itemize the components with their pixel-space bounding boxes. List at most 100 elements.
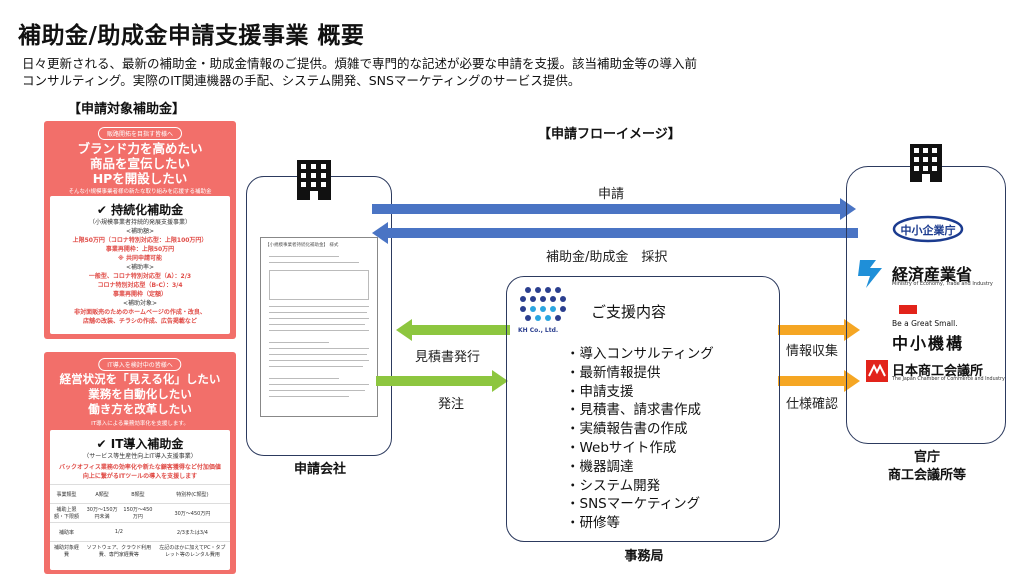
flyer1-line: <補助対象> (122, 300, 158, 307)
target-subsidy-label: 【申請対象補助金】 (68, 102, 186, 117)
description: 日々更新される、最新の補助金・助成金情報のご提供。煩雑で専門的な記述が必要な申請… (22, 55, 782, 89)
smrj-text: 中小機構 (892, 334, 965, 353)
smrj-mark (899, 305, 917, 314)
flyer1-line: <補助率> (125, 264, 155, 271)
subsidy-label: 補助金/助成金 採択 (546, 250, 668, 265)
flyer1-line: 事業再開枠：上限50万円 (105, 246, 175, 253)
description-line-2: コンサルティング。実際のIT関連機器の手配、システム開発、SNSマーケティングの… (22, 73, 581, 88)
list-item: ・研修等 (566, 515, 620, 532)
apply-arrow (372, 198, 856, 220)
page-title: 補助金/助成金申請支援事業 概要 (18, 23, 365, 49)
flyer1-line: コロナ特別対応型（B-C）：3/4 (97, 282, 183, 289)
meti-text: 経済産業省 (892, 265, 973, 284)
flyer1-line: ※ 共同申請可能 (118, 255, 162, 262)
info-arrow (778, 319, 860, 341)
flyer2-name: ✔ IT導入補助金 (96, 437, 184, 451)
table-cell: 150万〜450万円 (121, 503, 155, 523)
table-row: 補助上限額・下限額 30万〜150万円未満 150万〜450万円 30万〜450… (50, 503, 230, 523)
spec-arrow (778, 370, 860, 392)
table-row: 事業類型 A類型 B類型 特別枠(C類型) (50, 484, 230, 504)
government-building-icon (905, 142, 947, 186)
company-logo-text: KH Co., Ltd. (518, 327, 559, 334)
applicant-building-icon (291, 158, 337, 204)
jcci-text: 日本商工会議所 (892, 364, 984, 379)
jcci-en-text: The Japan Chamber of Commerce and Indust… (892, 377, 1005, 382)
service-list: ・導入コンサルティング ・最新情報提供 ・申請支援 ・見積書、請求書作成 ・実績… (566, 345, 714, 533)
list-item: ・実績報告書の作成 (566, 421, 688, 438)
table-cell: 事業類型 (50, 484, 84, 504)
table-row: 補助率 1/2 2/3または3/4 (50, 522, 230, 542)
document-title: 【小規模事業者持続化補助金】 様式 (265, 243, 339, 248)
table-cell: 1/2 (83, 522, 155, 542)
list-item: ・SNSマーケティング (566, 496, 701, 513)
service-title: ご支援内容 (591, 303, 667, 321)
description-line-1: 日々更新される、最新の補助金・助成金情報のご提供。煩雑で専門的な記述が必要な申請… (22, 56, 698, 71)
government-box (846, 166, 1006, 444)
flyer2-subline: IT導入による業務効率化を支援します。 (91, 421, 189, 427)
smrj-tagline: Be a Great Small. (892, 319, 958, 328)
table-cell: 左記のほかに加えてPC・タブレット等のレンタル費用 (154, 541, 230, 560)
flyer2-pill: IT導入を検討中の皆様へ (98, 358, 182, 371)
flyer2-name-sub: （サービス等生産性向上IT導入支援事業） (83, 453, 197, 460)
list-item: ・システム開発 (566, 477, 661, 494)
estimate-label: 見積書発行 (415, 350, 481, 365)
table-cell: 30万〜150万円未満 (83, 503, 122, 523)
apply-label: 申請 (598, 187, 625, 202)
order-arrow (376, 370, 508, 392)
flyer1-pill: 販路開拓を目指す皆様へ (97, 127, 183, 140)
table-cell: 2/3または3/4 (154, 522, 230, 542)
list-item: ・見積書、請求書作成 (566, 402, 701, 419)
flyer-it-dounyu: IT導入を検討中の皆様へ 経営状況を「見える化」したい 業務を自動化したい 働き… (44, 352, 236, 574)
flyer1-line: 非対面販売のためのホームページの作成・改良、 (74, 309, 206, 316)
flyer1-subline: そんな小規模事業者様の新たな取り組みを応援する補助金 (68, 189, 212, 195)
table-row: 補助対象経費 ソフトウェア、クラウド利用費、専門家経費等 左記のほかに加えてPC… (50, 541, 230, 560)
spec-label: 仕様確認 (786, 397, 839, 412)
flyer1-name: ✔ 持続化補助金 (96, 203, 184, 217)
flyer2-table: 事業類型 A類型 B類型 特別枠(C類型) 補助上限額・下限額 30万〜150万… (50, 484, 230, 560)
flyer1-name-sub: （小規模事業者持続的発展支援事業） (88, 219, 191, 226)
flyer2-headline-2: 業務を自動化したい (88, 387, 192, 401)
list-item: ・導入コンサルティング (566, 346, 714, 362)
flyer1-headline-2: 商品を宣伝したい (89, 156, 190, 171)
flyer2-headline-3: 働き方を改革したい (88, 402, 192, 416)
table-cell: 補助率 (50, 522, 84, 542)
document-table (269, 270, 369, 300)
table-cell: 補助対象経費 (50, 541, 84, 560)
sme-agency-logo: 中小企業庁 (892, 214, 964, 244)
table-cell: B類型 (121, 484, 155, 504)
list-item: ・Webサイト作成 (566, 439, 677, 456)
meti-icon (856, 258, 886, 294)
flyer1-line: 上限50万円（コロナ特別対応型：上限100万円） (72, 237, 208, 244)
subsidy-arrow (372, 222, 858, 244)
flyer2-headline-1: 経営状況を「見える化」したい (59, 372, 221, 386)
meti-en-text: Ministry of Economy, Trade and Industry (892, 281, 993, 287)
flyer1-line: 一般型、コロナ特別対応型（A）：2/3 (88, 273, 192, 280)
list-item: ・最新情報提供 (566, 364, 661, 381)
table-cell: A類型 (83, 484, 122, 504)
table-cell: 補助上限額・下限額 (50, 503, 84, 523)
applicant-label: 申請会社 (293, 462, 346, 477)
list-item: ・機器調達 (566, 458, 634, 475)
application-document: 【小規模事業者持続化補助金】 様式 (260, 237, 378, 417)
government-label-1: 官庁 (913, 450, 940, 465)
secretariat-label: 事務局 (624, 549, 664, 564)
table-cell: 30万〜450万円 (154, 503, 230, 523)
government-label-2: 商工会議所等 (887, 468, 966, 483)
sme-agency-text: 中小企業庁 (900, 224, 956, 237)
flyer1-panel: ✔ 持続化補助金 （小規模事業者持続的発展支援事業） <補助額> 上限50万円（… (50, 196, 230, 334)
flyer1-headline-3: HPを開設したい (92, 171, 188, 186)
company-logo (514, 284, 572, 342)
flyer1-headline-1: ブランド力を高めたい (77, 141, 203, 156)
flow-label: 【申請フローイメージ】 (538, 127, 681, 142)
table-cell: ソフトウェア、クラウド利用費、専門家経費等 (83, 541, 155, 560)
table-cell: 特別枠(C類型) (154, 484, 230, 504)
flyer1-limit-label: <補助額> (125, 228, 155, 235)
order-label: 発注 (438, 397, 465, 412)
estimate-arrow (396, 319, 510, 341)
flyer1-line: 店舗の改装、チラシの作成、広告掲載など (83, 318, 197, 325)
flyer-jizokuka: 販路開拓を目指す皆様へ ブランド力を高めたい 商品を宣伝したい HPを開設したい… (44, 121, 236, 339)
info-label: 情報収集 (786, 344, 839, 359)
list-item: ・申請支援 (566, 383, 634, 400)
flyer1-line: 事業再開枠（定額） (112, 291, 167, 298)
